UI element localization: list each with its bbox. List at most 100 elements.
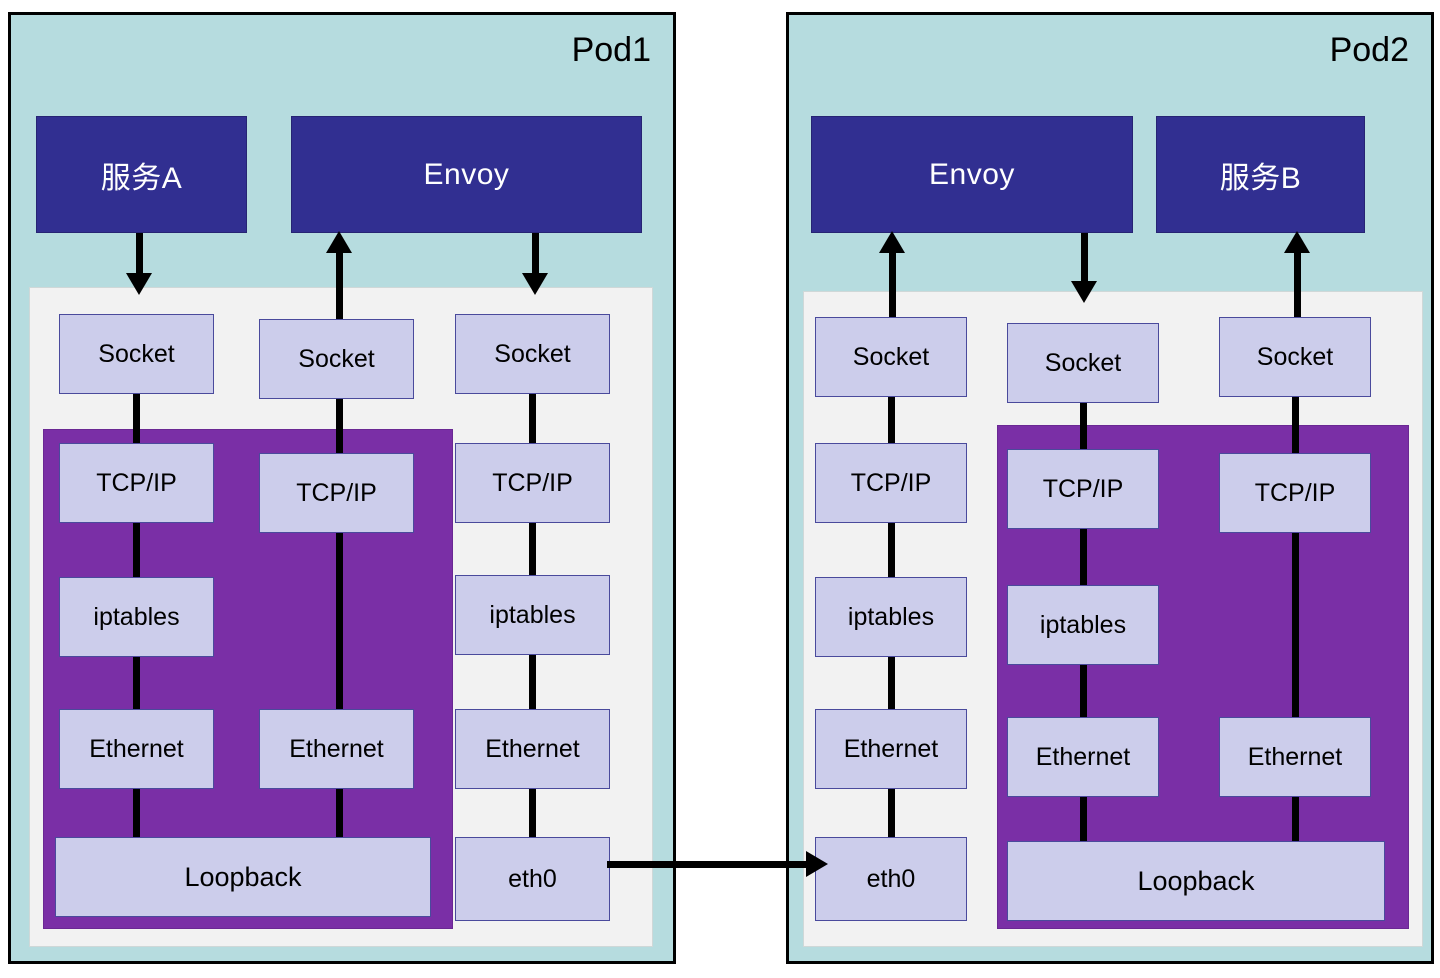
pod-2-col-2-tcpip[interactable]: TCP/IP bbox=[1007, 449, 1159, 529]
pod-1-col-3-socket[interactable]: Socket bbox=[455, 314, 610, 394]
pod-2-col-2-tcpip-label: TCP/IP bbox=[1042, 474, 1124, 503]
pod-2-conn-socket-to-envoy bbox=[889, 253, 896, 317]
pod-1-col-3-link-ethernet-eth0 bbox=[529, 789, 536, 837]
pod-1-col-2-socket-label: Socket bbox=[298, 344, 375, 373]
pod-2-conn-socket-to-service-b bbox=[1294, 253, 1301, 317]
pod-1-col-2-link-loopback-ethernet bbox=[336, 789, 343, 837]
pod-2-col-2-iptables[interactable]: iptables bbox=[1007, 585, 1159, 665]
pod-1-app-envoy[interactable]: Envoy bbox=[291, 116, 642, 233]
pod-1-col-1-ethernet[interactable]: Ethernet bbox=[59, 709, 214, 789]
pod-2-col-2-ethernet-label: Ethernet bbox=[1035, 742, 1131, 771]
pod-2-label: Pod2 bbox=[1329, 31, 1409, 69]
pod-2-col-1-iptables[interactable]: iptables bbox=[815, 577, 967, 657]
pod-2-eth0-label: eth0 bbox=[866, 864, 916, 893]
pod-1-col-2-socket[interactable]: Socket bbox=[259, 319, 414, 399]
pod-1-app-service-a[interactable]: 服务A bbox=[36, 116, 247, 233]
pod-1-col-3-link-socket-tcpip bbox=[529, 394, 536, 443]
pod-2-app-envoy-label: Envoy bbox=[929, 157, 1015, 191]
pod-1-col-1-socket-label: Socket bbox=[98, 339, 175, 368]
pod-1-col-1-iptables-label: iptables bbox=[93, 602, 180, 631]
inter-pod-link-line bbox=[607, 861, 814, 868]
pod-2-col-2-socket[interactable]: Socket bbox=[1007, 323, 1159, 403]
pod-1-col-1-link-iptables-ethernet bbox=[133, 657, 140, 709]
pod-2-app-service-b-label: 服务B bbox=[1219, 161, 1302, 195]
pod-1-arrow-envoy-down bbox=[522, 273, 548, 295]
pod-1-label: Pod1 bbox=[571, 31, 651, 69]
pod-2-col-1-iptables-label: iptables bbox=[847, 602, 935, 631]
pod-1-col-1-ethernet-label: Ethernet bbox=[89, 734, 184, 763]
pod-2-col-1-socket-label: Socket bbox=[852, 342, 930, 371]
pod-2-col-1-link-tcpip-socket bbox=[888, 397, 895, 443]
pod-1-col-3-tcpip[interactable]: TCP/IP bbox=[455, 443, 610, 523]
pod-2-arrow-envoy-up bbox=[879, 231, 905, 253]
pod-2-col-2-iptables-label: iptables bbox=[1039, 610, 1127, 639]
pod-2-col-2-ethernet[interactable]: Ethernet bbox=[1007, 717, 1159, 797]
pod-1-app-service-a-label: 服务A bbox=[100, 161, 183, 195]
pod-2-col-1-tcpip[interactable]: TCP/IP bbox=[815, 443, 967, 523]
pod-1-app-envoy-label: Envoy bbox=[423, 157, 510, 191]
pod-2-col-2-socket-label: Socket bbox=[1044, 348, 1122, 377]
inter-pod-link-arrowhead bbox=[806, 851, 828, 877]
pod-2-col-3-socket-label: Socket bbox=[1256, 342, 1334, 371]
pod-1-conn-envoy-to-socket bbox=[532, 233, 539, 281]
pod-2-col-1-link-eth0-ethernet bbox=[888, 789, 895, 837]
pod-1-col-3-iptables-label: iptables bbox=[489, 600, 576, 629]
pod-1-loopback[interactable]: Loopback bbox=[55, 837, 431, 917]
pod-2-col-3-link-ethernet-tcpip bbox=[1292, 533, 1299, 717]
pod-2-col-3-tcpip-label: TCP/IP bbox=[1254, 478, 1336, 507]
pod-1-arrow-envoy-up bbox=[326, 231, 352, 253]
pod-2-conn-envoy-to-socket bbox=[1081, 233, 1088, 289]
pod-1-eth0-label: eth0 bbox=[508, 864, 557, 893]
pod-1-col-3-link-iptables-ethernet bbox=[529, 655, 536, 709]
pod-1-conn-socket-to-envoy bbox=[336, 253, 343, 319]
pod-1-col-2-link-ethernet-tcpip bbox=[336, 533, 343, 709]
pod-2-arrow-service-b-up bbox=[1284, 231, 1310, 253]
pod-2-loopback-label: Loopback bbox=[1137, 865, 1255, 896]
pod-1-col-3-link-tcpip-iptables bbox=[529, 523, 536, 575]
pod-2-col-1-tcpip-label: TCP/IP bbox=[850, 468, 932, 497]
pod-2-col-1-link-iptables-tcpip bbox=[888, 523, 895, 577]
pod-1-col-3-tcpip-label: TCP/IP bbox=[492, 468, 573, 497]
pod-2-col-2-link-iptables-ethernet bbox=[1080, 665, 1087, 717]
pod-1-loopback-label: Loopback bbox=[184, 861, 302, 892]
pod-1-arrow-service-a-down bbox=[126, 273, 152, 295]
pod-1-col-1-tcpip-label: TCP/IP bbox=[96, 468, 177, 497]
pod-2-col-2-link-ethernet-loopback bbox=[1080, 797, 1087, 841]
pod-1-col-1-tcpip[interactable]: TCP/IP bbox=[59, 443, 214, 523]
pod-1-col-1-iptables[interactable]: iptables bbox=[59, 577, 214, 657]
pod-2-app-envoy[interactable]: Envoy bbox=[811, 116, 1133, 233]
pod-2-col-3-ethernet[interactable]: Ethernet bbox=[1219, 717, 1371, 797]
pod-1-col-3-ethernet-label: Ethernet bbox=[485, 734, 580, 763]
pod-1-col-2-ethernet[interactable]: Ethernet bbox=[259, 709, 414, 789]
pod-2-eth0[interactable]: eth0 bbox=[815, 837, 967, 921]
pod-2-col-3-tcpip[interactable]: TCP/IP bbox=[1219, 453, 1371, 533]
pod-2-col-1-socket[interactable]: Socket bbox=[815, 317, 967, 397]
pod-2-col-2-link-socket-tcpip bbox=[1080, 403, 1087, 449]
pod-1-col-1-link-tcpip-iptables bbox=[133, 523, 140, 577]
pod-1-col-1-socket[interactable]: Socket bbox=[59, 314, 214, 394]
pod-2-col-3-ethernet-label: Ethernet bbox=[1247, 742, 1343, 771]
pod-2-col-1-ethernet-label: Ethernet bbox=[843, 734, 939, 763]
pod-1-col-2-link-tcpip-socket bbox=[336, 399, 343, 453]
pod-2-app-service-b[interactable]: 服务B bbox=[1156, 116, 1365, 233]
pod-1-col-2-ethernet-label: Ethernet bbox=[289, 734, 384, 763]
pod-1-col-3-socket-label: Socket bbox=[494, 339, 571, 368]
pod-1-col-2-tcpip[interactable]: TCP/IP bbox=[259, 453, 414, 533]
pod-1-col-2-tcpip-label: TCP/IP bbox=[296, 478, 377, 507]
pod-1-eth0[interactable]: eth0 bbox=[455, 837, 610, 921]
pod-2: Pod2 Envoy 服务B Socket TCP/IP bbox=[786, 12, 1434, 964]
pod-2-col-3-link-loopback-ethernet bbox=[1292, 797, 1299, 841]
pod-2-loopback[interactable]: Loopback bbox=[1007, 841, 1385, 921]
pod-1: Pod1 服务A Envoy Socket TCP/IP bbox=[8, 12, 676, 964]
pod-2-col-1-link-ethernet-iptables bbox=[888, 657, 895, 709]
pod-2-col-3-socket[interactable]: Socket bbox=[1219, 317, 1371, 397]
pod-2-arrow-envoy-down bbox=[1071, 281, 1097, 303]
pod-1-col-3-iptables[interactable]: iptables bbox=[455, 575, 610, 655]
pod-2-col-1-ethernet[interactable]: Ethernet bbox=[815, 709, 967, 789]
pod-1-col-3-ethernet[interactable]: Ethernet bbox=[455, 709, 610, 789]
pod-2-col-3-link-tcpip-socket bbox=[1292, 397, 1299, 453]
pod-1-col-1-link-socket-tcpip bbox=[133, 394, 140, 443]
pod-2-col-2-link-tcpip-iptables bbox=[1080, 529, 1087, 585]
pod-1-conn-service-a-to-socket bbox=[136, 233, 143, 281]
